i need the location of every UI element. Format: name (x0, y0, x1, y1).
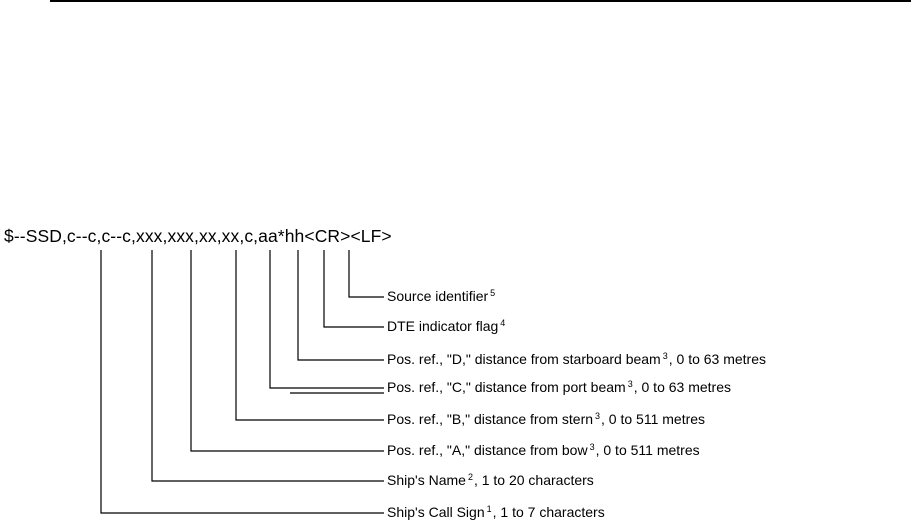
leader-line-ship-name (151, 250, 384, 482)
leader-line-call-sign (100, 250, 384, 514)
leader-line-pos-ref-b (235, 250, 384, 421)
nmea-sentence-format: $--SSD,c--c,c--c,xxx,xxx,xx,xx,c,aa*hh<C… (4, 226, 392, 246)
leader-line-source-identifier (348, 250, 384, 298)
top-rule (50, 0, 911, 2)
leader-line-dte-flag (323, 250, 384, 328)
field-label-pos-ref-d: Pos. ref., "D," distance from starboard … (387, 351, 767, 367)
leader-line-pos-ref-d (297, 250, 384, 361)
leader-line-pos-ref-c (269, 250, 384, 389)
leader-line-pos-ref-a (190, 250, 384, 452)
